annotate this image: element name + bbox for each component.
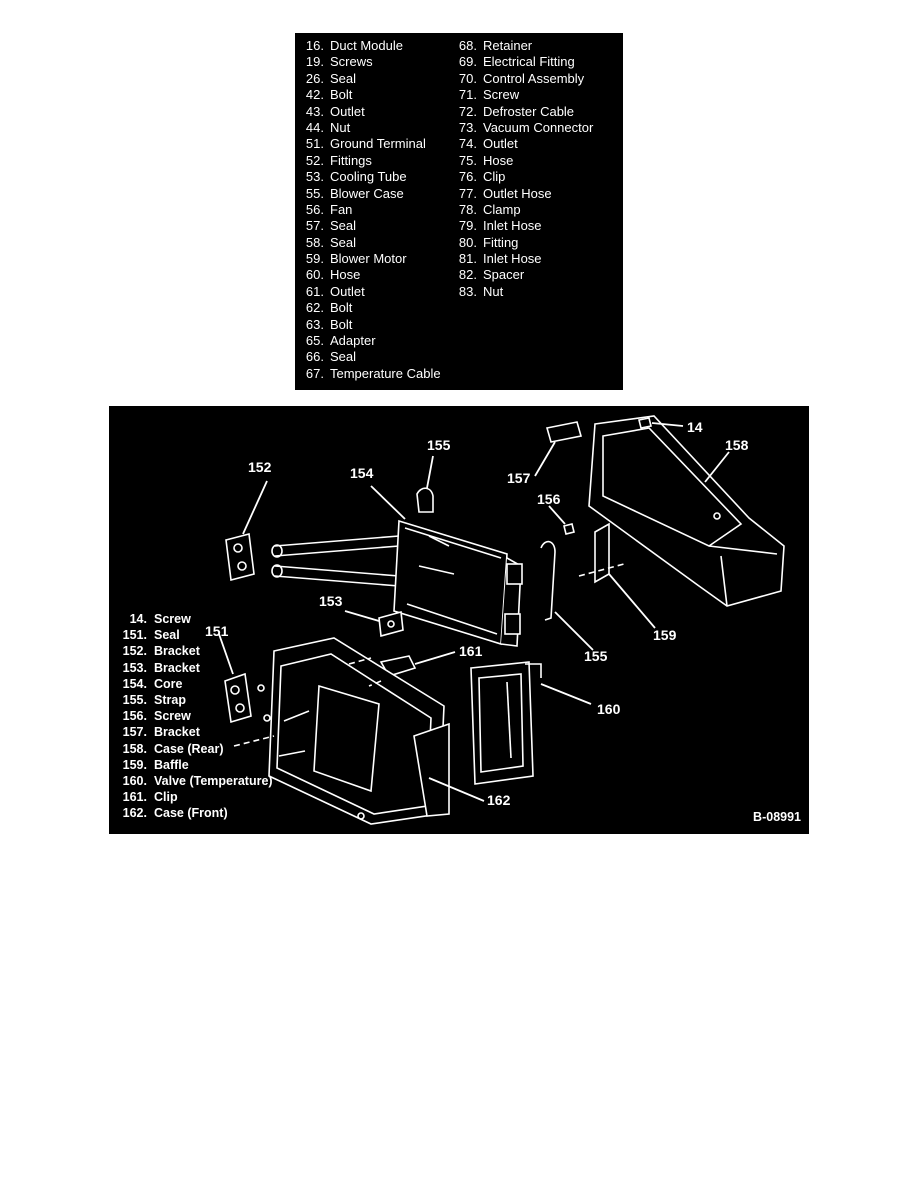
callout-157: 157 (507, 470, 531, 486)
bracket-152-part (225, 532, 255, 582)
callout-155-lower: 155 (584, 648, 608, 664)
legend-item: 69.Electrical Fitting (458, 54, 575, 70)
screw-156-part (563, 523, 575, 535)
legend-item: 71.Screw (458, 87, 520, 103)
top-legend-right-column: 68.Retainer 69.Electrical Fitting 70.Con… (454, 38, 593, 300)
legend-item: 79.Inlet Hose (458, 218, 542, 234)
legend-item: 77.Outlet Hose (458, 185, 552, 201)
heater-core-154-part (271, 519, 523, 647)
legend-item: 44.Nut (305, 119, 351, 135)
callout-158: 158 (725, 437, 749, 453)
strap-155-lower-part (540, 540, 556, 621)
legend-item: 42.Bolt (305, 87, 353, 103)
leader-156 (548, 505, 566, 525)
leader-155-lower (554, 611, 594, 651)
leader-155-top (426, 455, 434, 489)
baffle-159-part (594, 522, 610, 584)
legend-item: 26.Seal (305, 70, 357, 86)
legend-item: 65.Adapter (305, 333, 376, 349)
legend-item: 76.Clip (458, 169, 506, 185)
legend-item: 57.Seal (305, 218, 357, 234)
parts-legend-item: 152.Bracket (122, 644, 200, 659)
leader-159 (608, 573, 656, 629)
callout-14: 14 (687, 419, 703, 435)
legend-item: 78.Clamp (458, 201, 521, 217)
parts-legend-item: 161.Clip (122, 790, 178, 805)
strap-155-top-part (416, 487, 434, 513)
callout-151: 151 (205, 623, 229, 639)
legend-item: 82.Spacer (458, 267, 525, 283)
leader-157 (534, 441, 556, 477)
seal-151-part (224, 672, 252, 724)
parts-legend-item: 159.Baffle (122, 757, 189, 772)
callout-160: 160 (597, 701, 621, 717)
legend-item: 73.Vacuum Connector (458, 119, 594, 135)
case-rear-158-part (588, 415, 785, 607)
legend-item: 72.Defroster Cable (458, 103, 575, 119)
callout-159: 159 (653, 627, 677, 643)
legend-item: 19.Screws (305, 54, 373, 70)
legend-item: 80.Fitting (458, 234, 519, 250)
legend-item: 53.Cooling Tube (305, 169, 407, 185)
leader-160 (540, 683, 592, 705)
callout-156: 156 (537, 491, 561, 507)
legend-item: 52.Fittings (305, 152, 372, 168)
legend-item: 58.Seal (305, 234, 357, 250)
leader-158 (704, 451, 730, 483)
leader-154 (370, 485, 406, 520)
legend-item: 74.Outlet (458, 136, 518, 152)
valve-160-part (470, 661, 542, 785)
legend-item: 16.Duct Module (305, 38, 403, 53)
leader-151 (218, 633, 234, 675)
parts-legend-item: 151.Seal (122, 628, 180, 643)
legend-item: 68.Retainer (458, 38, 533, 53)
legend-item: 43.Outlet (305, 103, 365, 119)
callout-154: 154 (350, 465, 374, 481)
leader-161 (414, 651, 456, 665)
parts-legend-item: 158.Case (Rear) (122, 741, 224, 756)
parts-legend-item: 14.Screw (129, 612, 191, 626)
bracket-153-part (378, 610, 404, 638)
legend-item: 51.Ground Terminal (305, 136, 426, 152)
legend-item: 55.Blower Case (305, 185, 404, 201)
figure-id: B-08991 (753, 810, 801, 824)
legend-item: 59.Blower Motor (305, 251, 407, 267)
callout-152: 152 (248, 459, 272, 475)
leader-14 (651, 422, 684, 427)
callout-162: 162 (487, 792, 511, 808)
case-front-162-part (257, 637, 450, 825)
diagram-parts-legend: 14.Screw 151.Seal 152.Bracket 153.Bracke… (113, 611, 273, 821)
legend-item: 62.Bolt (305, 300, 353, 316)
legend-item: 61.Outlet (305, 283, 365, 299)
leader-153 (344, 610, 380, 622)
callout-161: 161 (459, 643, 483, 659)
parts-legend-item: 153.Bracket (122, 660, 200, 675)
parts-legend-item: 156.Screw (122, 709, 191, 724)
bracket-157-part (545, 421, 583, 443)
callout-153: 153 (319, 593, 343, 609)
alignment-dashes (233, 563, 625, 747)
legend-item: 83.Nut (458, 283, 504, 299)
legend-item: 60.Hose (305, 267, 361, 283)
top-legend-left-column: 16.Duct Module 19.Screws 26.Seal 42.Bolt… (301, 38, 441, 382)
parts-legend-item: 155.Strap (122, 692, 186, 707)
callout-155-top: 155 (427, 437, 451, 453)
legend-item: 66.Seal (305, 349, 357, 365)
top-parts-legend: 16.Duct Module 19.Screws 26.Seal 42.Bolt… (295, 33, 623, 390)
leader-162 (428, 777, 485, 802)
parts-legend-item: 162.Case (Front) (122, 806, 228, 821)
parts-legend-item: 157.Bracket (122, 725, 200, 740)
legend-item: 75.Hose (458, 152, 514, 168)
exploded-heater-case-diagram: 152 154 155 153 151 161 155 160 162 156 … (109, 406, 809, 834)
parts-legend-item: 160.Valve (Temperature) (122, 773, 273, 788)
legend-item: 63.Bolt (305, 316, 353, 332)
parts-legend-item: 154.Core (122, 676, 183, 691)
legend-item: 81.Inlet Hose (458, 251, 542, 267)
legend-item: 56.Fan (305, 201, 353, 217)
legend-item: 67.Temperature Cable (305, 365, 441, 381)
diagram-drawing: 152 154 155 153 151 161 155 160 162 156 … (205, 415, 785, 825)
legend-item: 70.Control Assembly (458, 70, 585, 86)
leader-152 (242, 480, 268, 535)
screw-14-part (638, 417, 652, 429)
